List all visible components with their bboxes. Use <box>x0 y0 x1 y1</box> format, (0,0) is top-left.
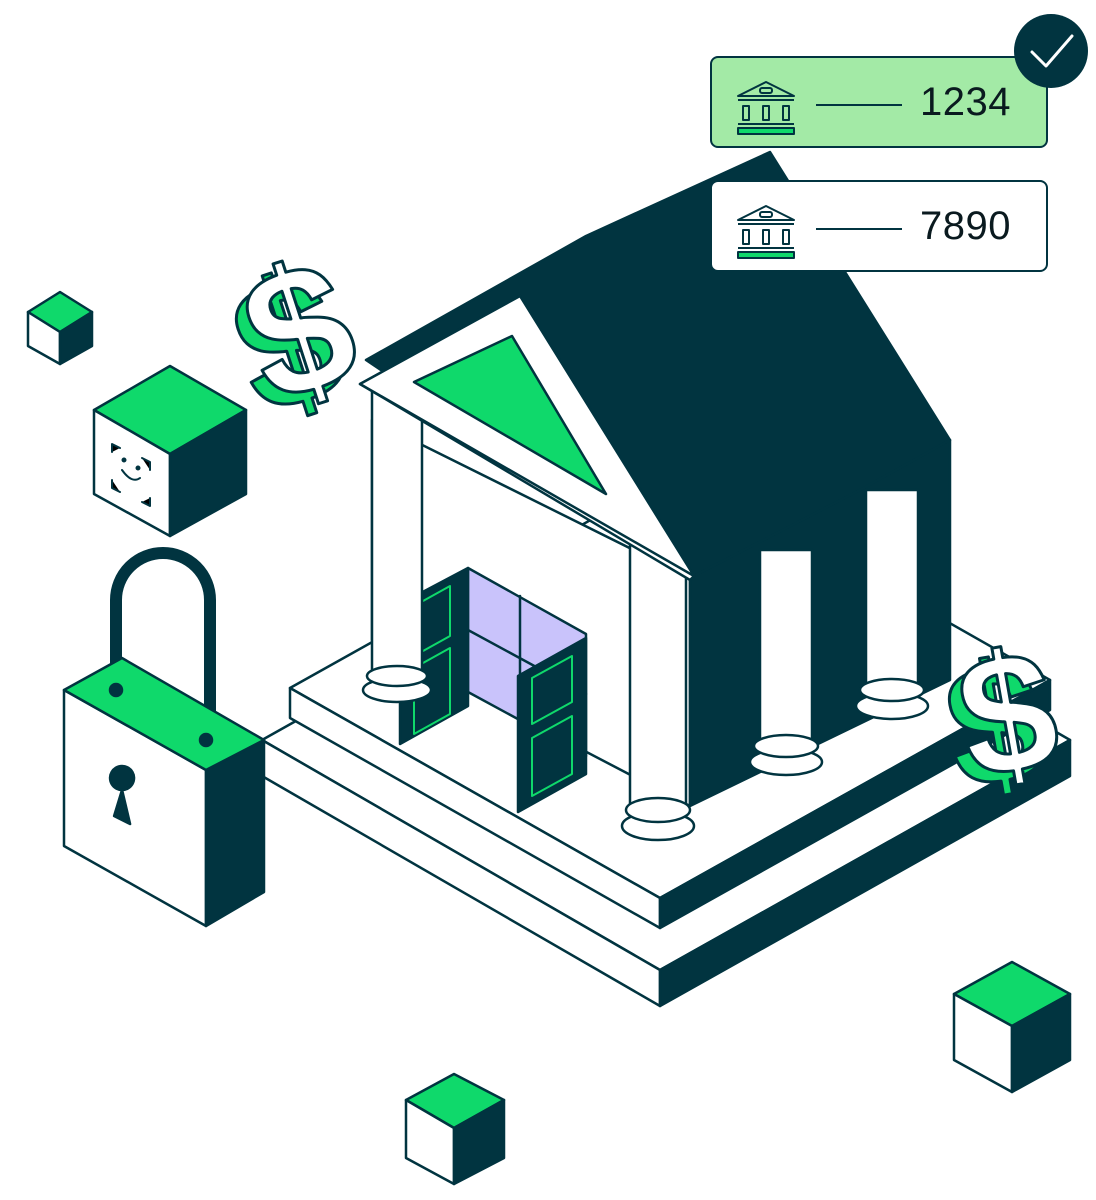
bank-icon <box>737 205 795 259</box>
account-card-selected[interactable]: 1234 <box>710 56 1048 148</box>
account-number: 1234 <box>920 80 1011 124</box>
check-icon <box>1014 14 1088 88</box>
padlock-icon <box>62 547 266 928</box>
dollar-sign-icon: $ $ <box>931 611 1073 828</box>
separator-line <box>816 228 902 230</box>
account-number: 7890 <box>920 204 1011 248</box>
face-id-icon <box>111 443 151 507</box>
bank-icon <box>737 81 795 135</box>
account-card[interactable]: 7890 <box>710 180 1048 272</box>
face-id-cube <box>92 364 248 538</box>
cube-icon <box>952 960 1072 1094</box>
columns <box>361 388 930 842</box>
cube-icon <box>404 1072 506 1186</box>
cube-icon <box>26 290 94 366</box>
separator-line <box>816 104 902 106</box>
